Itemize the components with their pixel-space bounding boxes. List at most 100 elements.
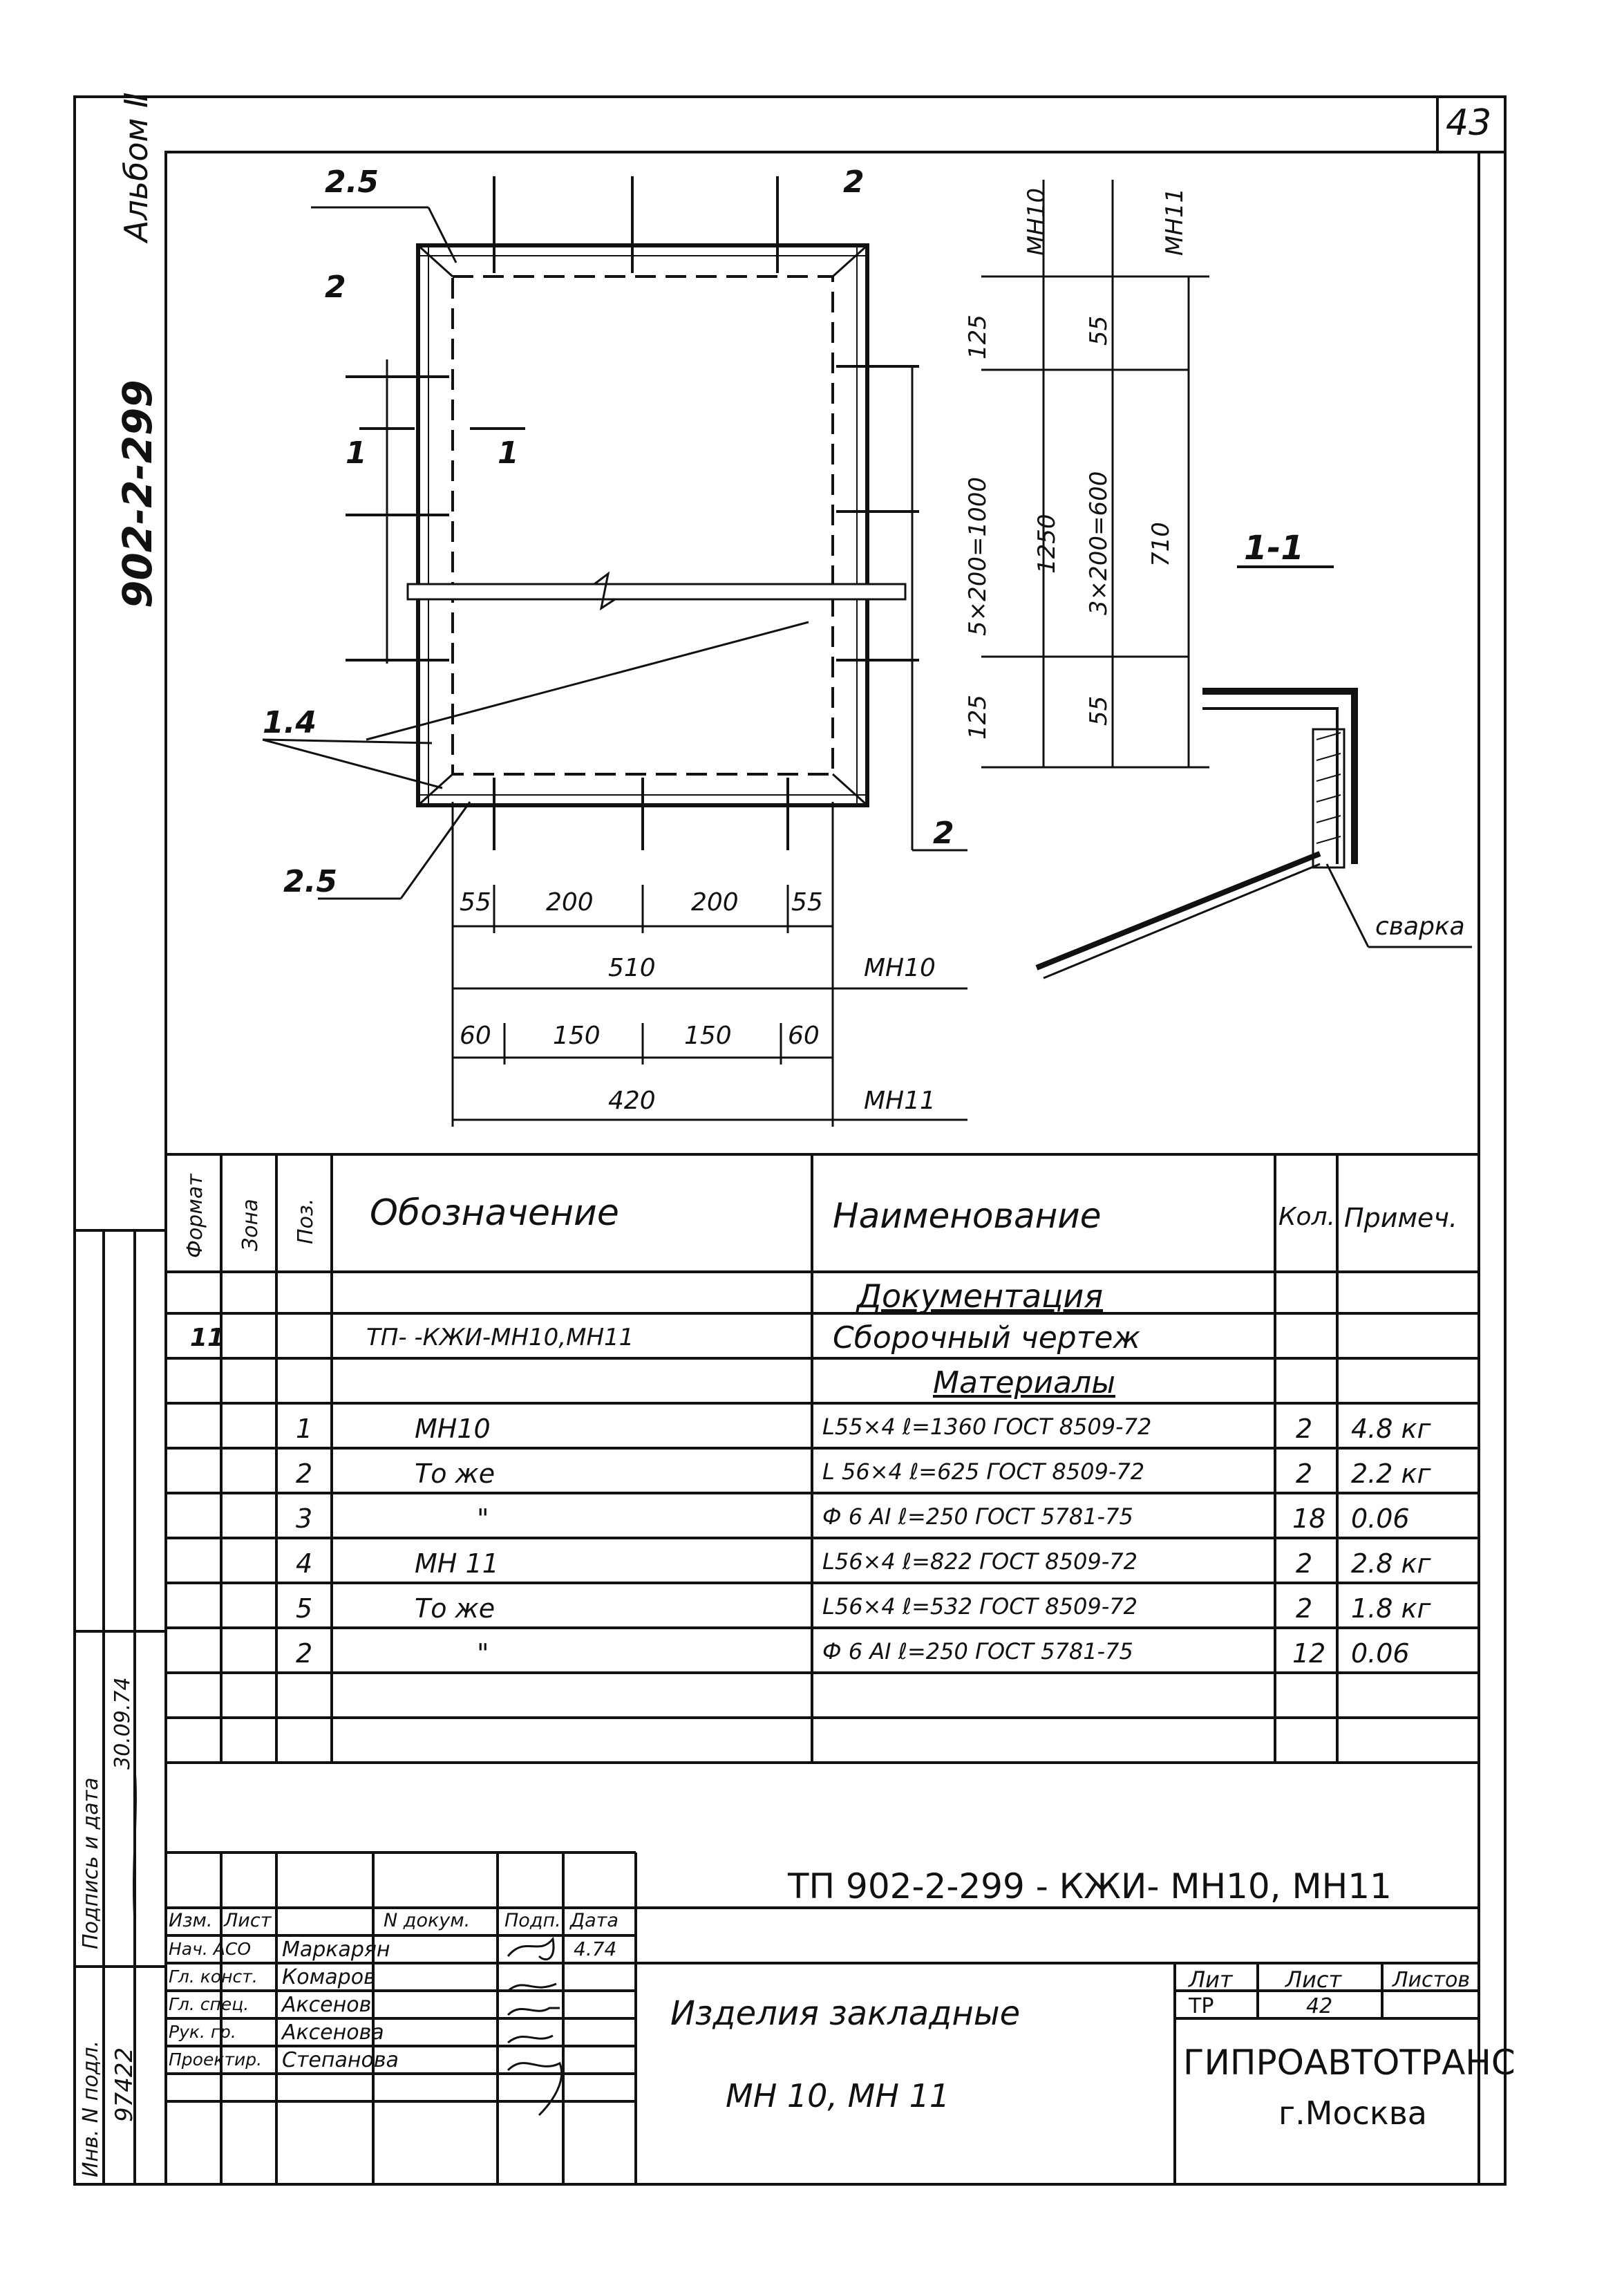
doc-code: ТП 902-2-299 - КЖИ- МН10, МН11 [788,1866,1392,1906]
row5-designation: То же [415,1593,495,1624]
left-inventory-number: 97422 [111,2047,138,2122]
right-dim-710: 710 [1147,522,1175,567]
row3-note: 0.06 [1351,1503,1410,1534]
row6-note: 0.06 [1351,1638,1410,1669]
doc-row-name: Сборочный чертеж [833,1320,1141,1356]
row5-name: L56×4 ℓ=532 ГОСТ 8509-72 [822,1593,1137,1620]
tb-person-4: Аксенова [282,2020,384,2045]
row4-qty: 2 [1296,1548,1313,1579]
row6-name: Ф 6 АI ℓ=250 ГОСТ 5781-75 [822,1638,1133,1664]
row3-qty: 18 [1292,1503,1326,1534]
header-format: Формат [183,1174,207,1258]
row1-qty: 2 [1296,1414,1313,1444]
row4-name: L56×4 ℓ=822 ГОСТ 8509-72 [822,1548,1137,1575]
page-number: 43 [1446,102,1492,144]
label-2-5-bottom: 2.5 [283,864,337,899]
row4-note: 2.8 кг [1351,1548,1431,1579]
row5-pos: 5 [296,1593,313,1624]
left-signature-date-label: Подпись и дата [79,1777,103,1950]
bottom-dimensions [451,802,967,1127]
row1-name: L55×4 ℓ=1360 ГОСТ 8509-72 [822,1414,1152,1440]
spec-table-grid [166,1153,1479,1764]
row3-designation: " [477,1503,489,1534]
header-note: Примеч. [1344,1203,1457,1233]
right-dim-3x200: 3×200=600 [1085,471,1113,615]
tb-role-1: Нач. АСО [169,1939,252,1959]
bottom-total-510: 510 [608,954,656,982]
left-strip-grid [75,1229,166,2184]
tb-date: 4.74 [574,1938,617,1960]
org-city: г.Москва [1278,2094,1427,2132]
bottom-dim-60a: 60 [460,1022,491,1050]
row1-note: 4.8 кг [1351,1414,1431,1444]
tb-col-list: Лист [224,1910,272,1931]
section-label-1-1: 1-1 [1244,529,1304,568]
row2-name: L 56×4 ℓ=625 ГОСТ 8509-72 [822,1458,1145,1485]
product-title-line2: МН 10, МН 11 [726,2077,950,2114]
tb-role-2: Гл. конст. [169,1967,258,1987]
left-signature-date-value: 30.09.74 [111,1677,135,1770]
dim-left-2: 2 [325,270,346,305]
row6-designation: " [477,1638,489,1669]
section-materials: Материалы [933,1365,1115,1400]
bottom-dim-55a: 55 [460,888,491,917]
bottom-dim-150a: 150 [553,1022,601,1050]
tb-person-1: Маркарян [282,1938,390,1962]
section-1-1-view [1035,565,1472,979]
right-dimensions [981,180,1209,769]
tb-col-data: Дата [570,1910,619,1931]
bottom-dim-55b: 55 [791,888,823,917]
bottom-dim-200a: 200 [546,888,594,917]
header-qty: Кол. [1278,1203,1336,1231]
section-mark-left: 1 [346,435,367,471]
doc-row-format: 11 [190,1324,225,1352]
bottom-dim-200b: 200 [691,888,739,917]
row4-designation: МН 11 [415,1548,499,1579]
tb-col-podp: Подп. [504,1910,561,1931]
row2-pos: 2 [296,1458,313,1489]
row1-designation: МН10 [415,1414,491,1444]
bottom-dim-150b: 150 [684,1022,732,1050]
album-label: Альбом Ⅱ [117,92,155,242]
project-code-vertical: 902-2-299 [114,379,161,608]
right-dim-125b: 125 [964,695,992,740]
row1-pos: 1 [296,1414,313,1444]
lit-value: ТР [1189,1994,1214,2018]
left-inventory-label: Инв. N подл. [79,2040,103,2177]
frame-plan-view [262,176,967,900]
bottom-dim-60b: 60 [788,1022,820,1050]
section-documentation: Документация [857,1277,1104,1315]
dim-top-2: 2 [843,165,865,200]
inner-frame [164,151,1480,2186]
header-zone: Зона [238,1199,263,1251]
tb-col-ndoc: N докум. [384,1910,471,1931]
bottom-total-420: 420 [608,1087,656,1115]
tb-role-4: Рук. гр. [169,2022,236,2042]
sheets-header: Листов [1392,1968,1471,1992]
dim-top-2-5: 2.5 [325,165,379,200]
right-mark-mn10: МН10 [1023,187,1050,256]
row2-designation: То же [415,1458,495,1489]
header-name: Наименование [833,1196,1102,1236]
org-name: ГИПРОАВТОТРАНС [1183,2043,1516,2083]
row5-note: 1.8 кг [1351,1593,1431,1624]
sheet-header: Лист [1285,1967,1342,1993]
doc-row-designation: ТП- -КЖИ-МН10,МН11 [366,1324,634,1351]
tb-person-3: Аксенов [282,1993,372,2017]
weld-label: сварка [1375,912,1465,941]
section-mark-right: 1 [498,435,519,471]
header-designation: Обозначение [370,1192,619,1234]
row4-pos: 4 [296,1548,313,1579]
right-dim-5x200: 5×200=1000 [964,476,992,636]
right-dim-125a: 125 [964,315,992,359]
product-title-line1: Изделия закладные [670,1994,1021,2033]
row6-qty: 12 [1292,1638,1326,1669]
label-1-4: 1.4 [263,705,317,740]
bottom-mark-mn10: МН10 [864,954,936,982]
tb-person-5: Степанова [282,2048,399,2072]
tb-role-5: Проектир. [169,2049,263,2070]
bottom-mark-mn11: МН11 [864,1087,936,1115]
row3-name: Ф 6 АI ℓ=250 ГОСТ 5781-75 [822,1503,1133,1530]
tb-col-izm: Изм. [169,1910,213,1931]
